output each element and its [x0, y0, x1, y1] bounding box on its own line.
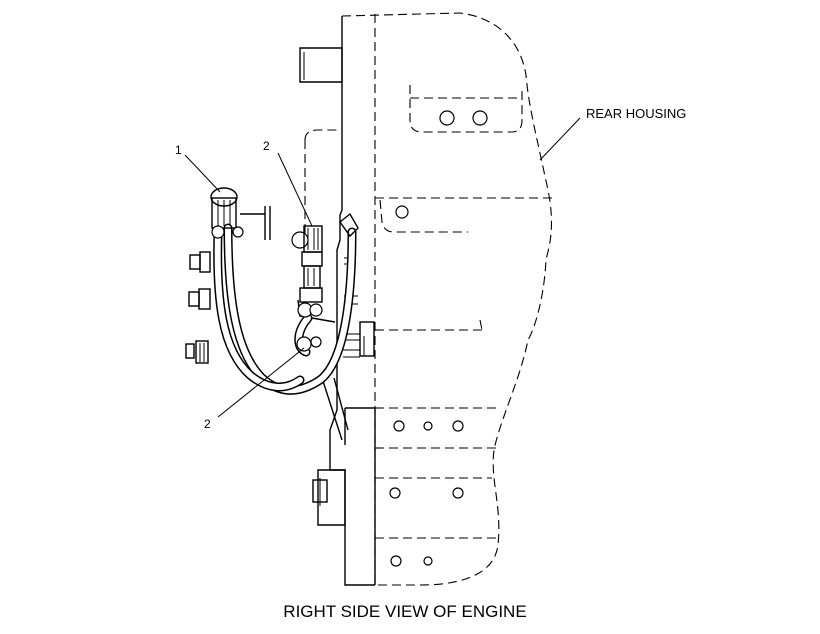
rear-housing-label: REAR HOUSING [586, 106, 686, 121]
bolt-hole [423, 556, 433, 566]
engine-block-outline [297, 16, 376, 586]
bolt-hole [452, 487, 464, 499]
bolt-hole [393, 420, 405, 432]
housing-bolt-holes [389, 110, 488, 567]
bolt-hole [395, 205, 409, 219]
hose-assembly [213, 223, 357, 395]
leader-line-rear-housing [539, 117, 581, 161]
callout-1: 1 [175, 143, 182, 157]
leader-line-2-bottom [217, 347, 305, 418]
callout-2-bottom: 2 [204, 417, 211, 431]
leader-line-2-top [277, 152, 313, 227]
leader-lines [184, 117, 581, 418]
leader-line-1 [184, 154, 221, 193]
bolt-hole [390, 555, 402, 567]
bolt-hole [423, 421, 433, 431]
figure-caption: RIGHT SIDE VIEW OF ENGINE [283, 602, 526, 621]
bolt-hole [452, 420, 464, 432]
side-bolts [185, 206, 271, 364]
bolt-hole [439, 110, 455, 126]
bolt-hole [472, 110, 488, 126]
bolt-hole [389, 487, 401, 499]
rear-housing-outline [341, 12, 553, 586]
callout-2-top: 2 [263, 139, 270, 153]
hose-fittings [210, 187, 359, 352]
